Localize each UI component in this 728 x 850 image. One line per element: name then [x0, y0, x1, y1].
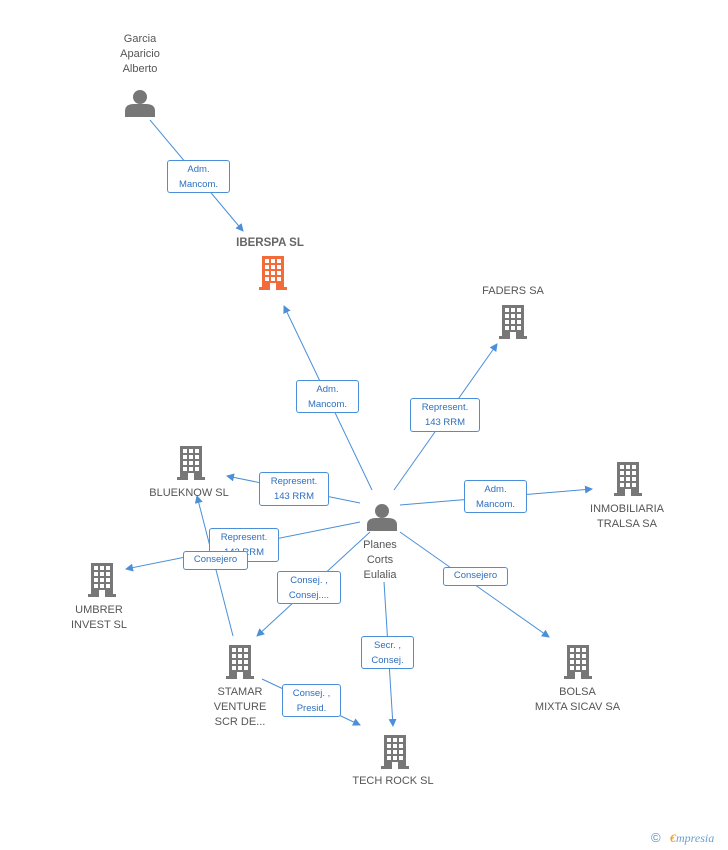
brand-e: € [670, 831, 676, 845]
edge-label-planes-techrock: Secr. , Consej. [361, 636, 414, 669]
node-faders-label[interactable]: FADERS SA [482, 285, 544, 297]
building-icon [259, 256, 287, 290]
edge-label-planes-stamar: Consej. , Consej.... [277, 571, 341, 604]
node-bolsa-label[interactable]: BOLSA MIXTA SICAV SA [534, 686, 621, 713]
edge-label-garcia-iberspa: Adm. Mancom. [167, 160, 230, 193]
brand-text: mpresia [676, 831, 715, 845]
edge-label-planes-blueknow-1: Represent. 143 RRM [259, 472, 329, 506]
node-inmobiliaria-label[interactable]: INMOBILIARIA TRALSA SA [590, 503, 664, 530]
building-icon [226, 645, 254, 679]
node-blueknow-label[interactable]: BLUEKNOW SL [149, 487, 229, 499]
building-icon [88, 563, 116, 597]
building-icon [381, 735, 409, 769]
node-garcia-label[interactable]: Garcia Aparicio Alberto [120, 33, 160, 75]
building-icon [177, 446, 205, 480]
edge-label-stamar-umbrer: Consejero [183, 551, 248, 570]
person-icon [125, 90, 155, 117]
empresia-logo[interactable]: €mpresia [670, 831, 714, 846]
node-umbrer-label[interactable]: UMBRER INVEST SL [70, 604, 128, 631]
person-icon [367, 504, 397, 531]
building-icon [564, 645, 592, 679]
edge-label-stamar-techrock: Consej. , Presid. [282, 684, 341, 717]
edge-label-planes-faders: Represent. 143 RRM [410, 398, 480, 432]
node-stamar-label[interactable]: STAMAR VENTURE SCR DE... [213, 686, 267, 728]
edge-label-planes-bolsa: Consejero [443, 567, 508, 586]
building-icon [499, 305, 527, 339]
node-iberspa-label[interactable]: IBERSPA SL [236, 237, 304, 249]
node-techrock-label[interactable]: TECH ROCK SL [352, 775, 434, 787]
copyright-icon: © [651, 830, 661, 845]
edge-label-planes-inmobiliaria: Adm. Mancom. [464, 480, 527, 513]
node-planes-label[interactable]: Planes Corts Eulalia [363, 539, 397, 581]
building-icon [614, 462, 642, 496]
edge-label-planes-iberspa: Adm. Mancom. [296, 380, 359, 413]
